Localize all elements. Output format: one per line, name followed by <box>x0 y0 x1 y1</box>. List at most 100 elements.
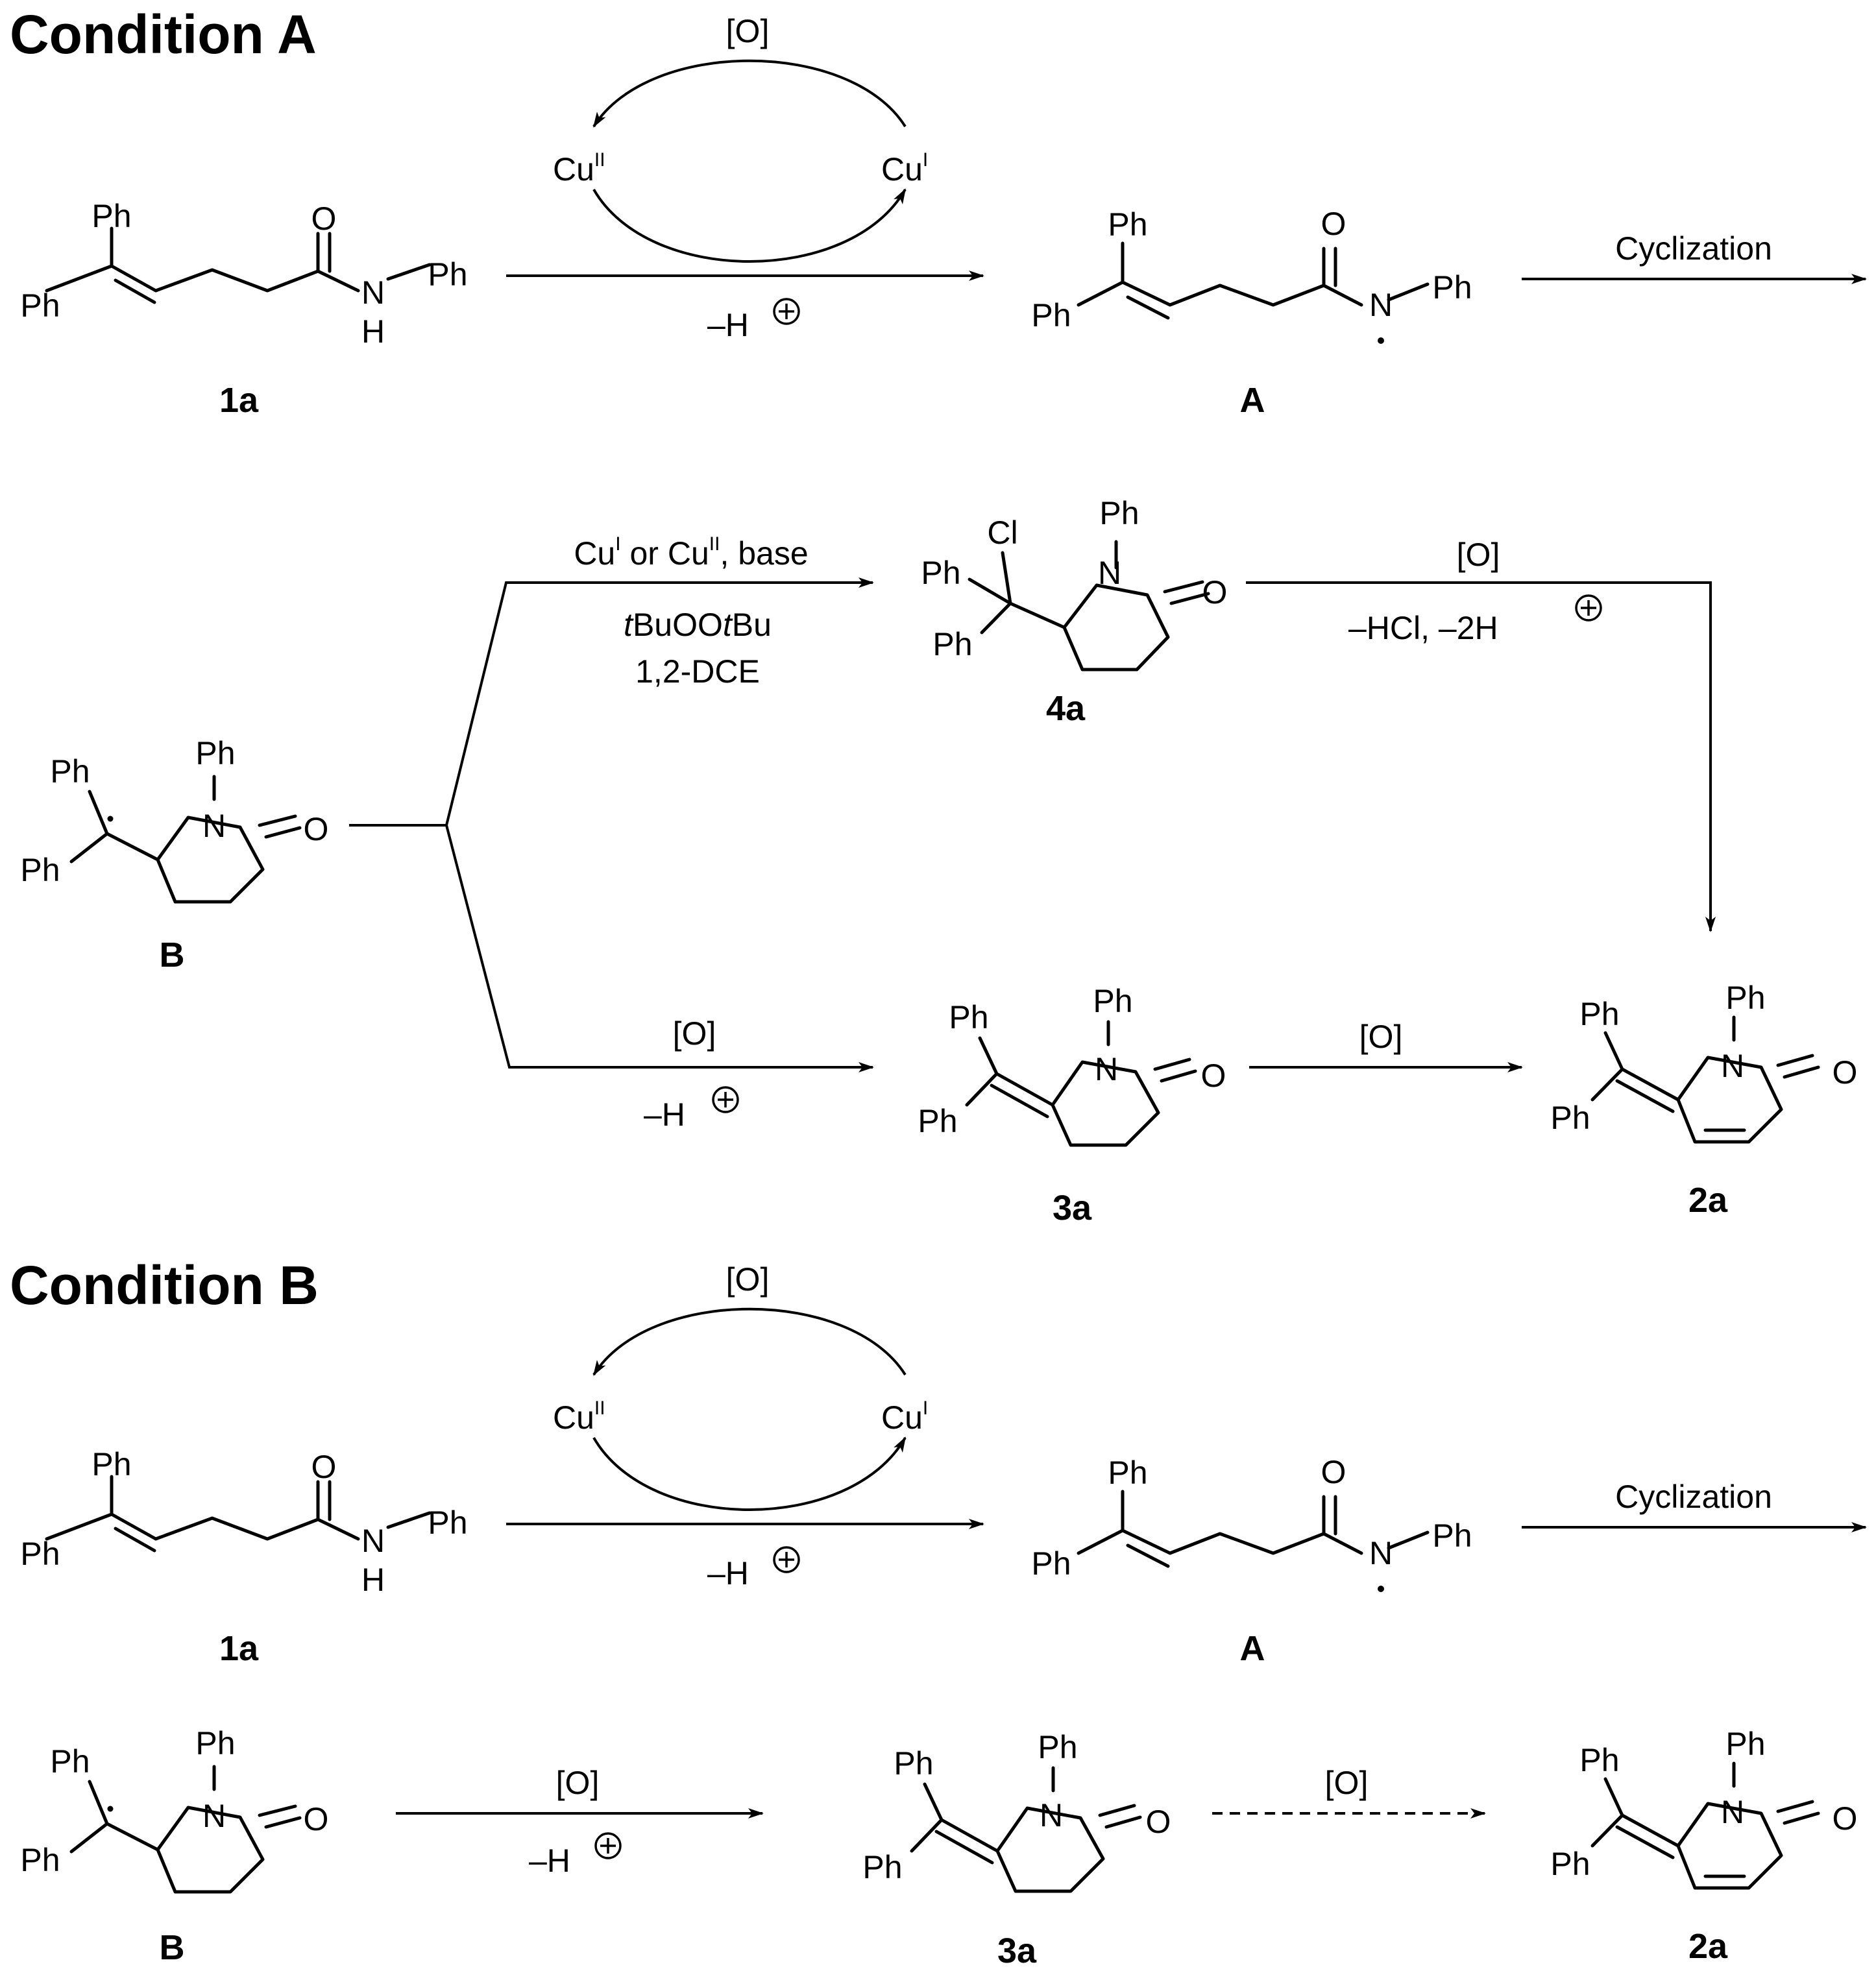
atom-label: Ph <box>862 1849 902 1885</box>
cu-ii-label: CuII <box>553 149 605 187</box>
atom-label: H <box>361 313 385 350</box>
condition-a-header: Condition A <box>10 4 317 65</box>
condition-b-section: Condition B Ph Ph O N H Ph 1a [O] CuII C… <box>10 1255 1867 1970</box>
atom-label: Ph <box>1579 1742 1619 1778</box>
atom-label: N <box>202 808 226 844</box>
atom-label: Ph <box>20 852 60 888</box>
loss-of-proton-label: –H <box>529 1843 570 1879</box>
atom-label: Ph <box>20 287 60 324</box>
atom-label: Ph <box>428 256 467 293</box>
atom-label: O <box>1201 1058 1226 1094</box>
positive-charge-icon <box>1575 594 1602 622</box>
positive-charge-icon <box>712 1086 739 1113</box>
branch-arrows <box>349 577 874 1072</box>
atom-label: Cl <box>987 514 1017 551</box>
radical-dot <box>1378 1586 1384 1592</box>
atom-label: Ph <box>1725 1726 1765 1762</box>
top-branch-line2: tBuOOtBu <box>624 607 772 643</box>
oxidant-label: [O] <box>556 1765 600 1801</box>
cycle-oxidant-label: [O] <box>726 13 770 49</box>
atom-label: Ph <box>50 1743 90 1780</box>
atom-label: N <box>1098 555 1121 591</box>
top-branch-line1: CuI or CuII, base <box>574 533 808 572</box>
positive-charge-icon <box>773 298 800 325</box>
loss-of-proton-label: –H <box>707 1555 749 1591</box>
copper-cycle: [O] CuII CuI <box>553 1261 928 1510</box>
atom-label: O <box>1146 1804 1171 1840</box>
compound-1a-structure: Ph Ph O N H Ph <box>20 198 467 350</box>
atom-label: Ph <box>1108 1455 1147 1491</box>
atom-label: Ph <box>1108 206 1147 243</box>
atom-label: Ph <box>195 735 235 771</box>
cycle-oxidant-label: [O] <box>726 1261 770 1298</box>
atom-label: Ph <box>1550 1100 1590 1136</box>
compound-label-2a: 2a <box>1688 1927 1728 1966</box>
atom-label: N <box>361 1523 385 1559</box>
atom-label: N <box>1721 1794 1744 1830</box>
radical-B-structure: Ph Ph N O Ph <box>20 735 328 902</box>
atom-label: Ph <box>20 1842 60 1878</box>
loss-of-proton-label: –H <box>707 307 749 343</box>
atom-label: O <box>1321 206 1346 242</box>
compound-1a-structure: Ph Ph O N H Ph <box>20 1446 467 1598</box>
compound-label-1a: 1a <box>219 381 259 420</box>
atom-label: Ph <box>428 1505 467 1541</box>
compound-3a-structure: Ph Ph N O Ph <box>918 983 1226 1145</box>
atom-label: Ph <box>1031 1545 1071 1582</box>
top-branch-line3: 1,2-DCE <box>635 653 760 690</box>
atom-label: Ph <box>91 1446 131 1482</box>
atom-label: O <box>1833 1800 1858 1837</box>
atom-label: Ph <box>1432 1518 1472 1554</box>
atom-label: N <box>1369 1535 1393 1571</box>
radical-A-structure: Ph Ph O N Ph <box>1031 206 1472 344</box>
atom-label: N <box>1369 287 1393 323</box>
compound-4a-structure: Cl Ph Ph N O Ph <box>921 495 1227 670</box>
atom-label: Ph <box>1432 269 1472 306</box>
atom-label: Ph <box>50 753 90 790</box>
atom-label: Ph <box>949 999 988 1035</box>
atom-label: Ph <box>1038 1729 1077 1765</box>
atom-label: N <box>202 1798 226 1834</box>
atom-label: Ph <box>1550 1846 1590 1882</box>
positive-charge-icon <box>594 1832 622 1859</box>
atom-label: N <box>1721 1048 1744 1084</box>
atom-label: Ph <box>1093 983 1132 1019</box>
loss-hcl-label: –HCl, –2H <box>1348 610 1498 646</box>
atom-label: O <box>304 811 329 847</box>
positive-charge-icon <box>773 1546 800 1573</box>
atom-label: H <box>361 1562 385 1598</box>
atom-label: Ph <box>918 1103 957 1139</box>
compound-label-4a: 4a <box>1046 689 1086 728</box>
atom-label: N <box>1095 1051 1118 1087</box>
cyclization-label: Cyclization <box>1615 1479 1772 1515</box>
oxidant-label: [O] <box>1457 537 1500 573</box>
atom-label: Ph <box>20 1536 60 1572</box>
condition-a-section: Condition A Ph Ph O N H Ph 1a [O] CuII C… <box>10 4 1867 1227</box>
oxidant-label: [O] <box>673 1015 716 1052</box>
atom-label: N <box>1040 1797 1063 1833</box>
condition-b-header: Condition B <box>10 1255 319 1316</box>
radical-dot <box>1378 337 1384 344</box>
arrow-4a-to-2a <box>1246 581 1716 932</box>
atom-label: O <box>311 200 337 237</box>
atom-label: O <box>1202 574 1228 611</box>
compound-label-B: B <box>160 1928 185 1967</box>
compound-2a-structure: Ph Ph N O Ph <box>1550 1726 1857 1888</box>
radical-B-structure: Ph Ph N O Ph <box>20 1725 328 1892</box>
atom-label: Ph <box>1031 297 1071 333</box>
atom-label: O <box>1833 1054 1858 1091</box>
atom-label: Ph <box>91 198 131 234</box>
compound-label-B: B <box>160 936 185 974</box>
cu-i-label: CuI <box>881 149 928 187</box>
oxidant-label: [O] <box>1325 1765 1369 1801</box>
atom-label: Ph <box>932 626 972 662</box>
atom-label: Ph <box>921 555 960 591</box>
radical-A-structure: Ph Ph O N Ph <box>1031 1454 1472 1592</box>
compound-3a-structure: Ph Ph N O Ph <box>862 1729 1171 1891</box>
atom-label: O <box>1321 1454 1346 1490</box>
atom-label: Ph <box>1725 980 1765 1016</box>
atom-label: Ph <box>1099 495 1139 531</box>
compound-label-A: A <box>1240 381 1265 420</box>
atom-label: Ph <box>894 1745 933 1782</box>
